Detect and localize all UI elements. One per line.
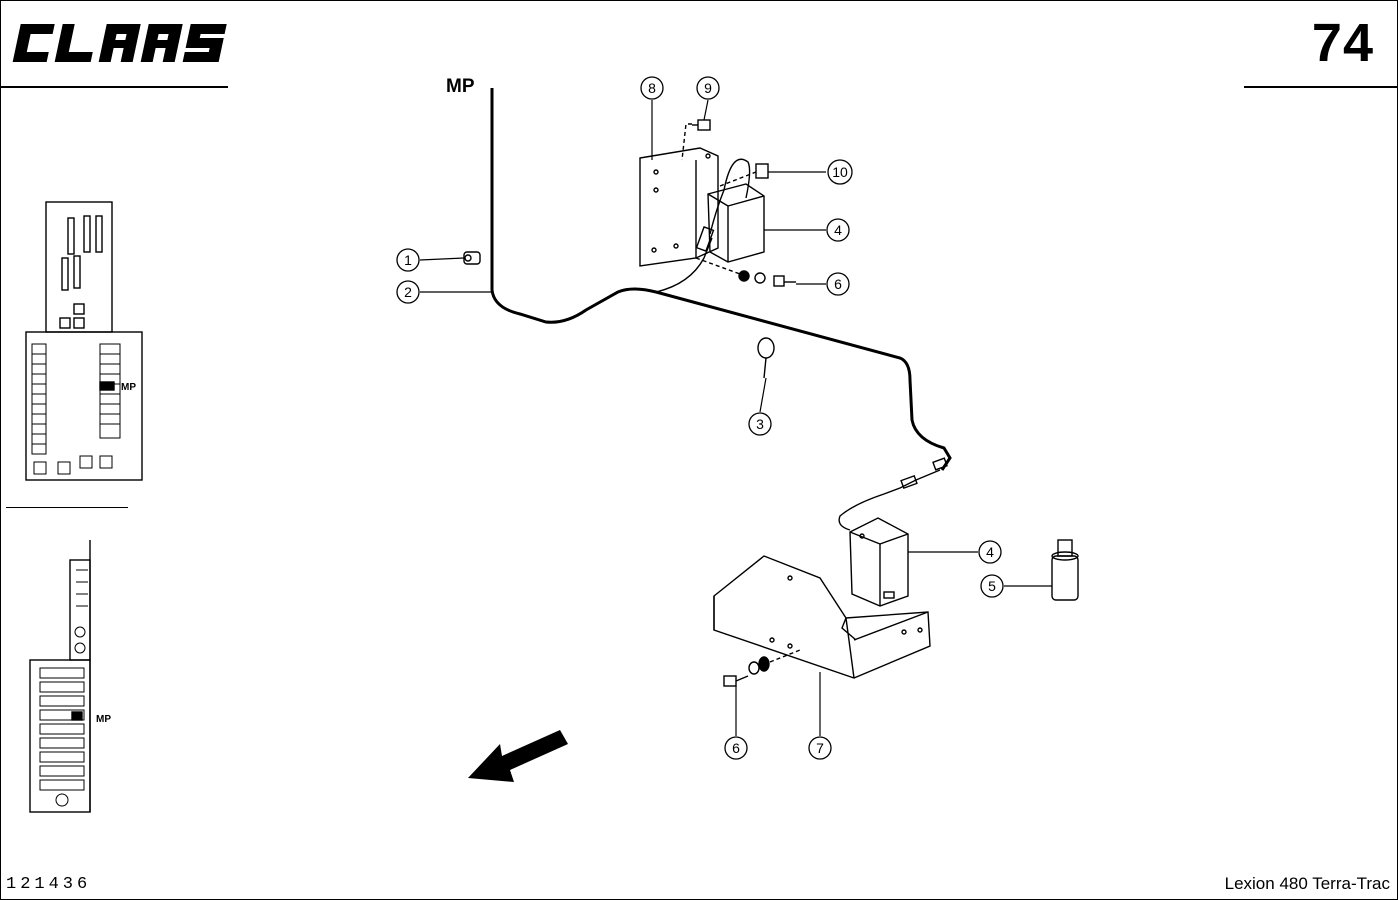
header-rule-left	[0, 86, 228, 88]
svg-text:3: 3	[756, 416, 764, 432]
lower-bracket	[713, 555, 931, 679]
callout-5: 5	[980, 574, 1004, 598]
svg-text:1: 1	[404, 252, 412, 268]
mp-label-inset-bottom: MP	[96, 714, 111, 725]
callout-8: 8	[640, 76, 664, 100]
svg-text:6: 6	[834, 276, 842, 292]
inset-board-bottom	[29, 540, 91, 813]
callout-1: 1	[396, 248, 420, 272]
direction-arrow	[468, 730, 568, 782]
hardware-6-upper	[695, 257, 796, 287]
lower-relay	[849, 517, 909, 607]
fuse-holder-5	[1051, 539, 1079, 601]
callout-7: 7	[808, 736, 832, 760]
clip-1	[463, 251, 481, 265]
callout-2: 2	[396, 280, 420, 304]
page-number: 74	[1311, 13, 1374, 73]
hardware-6-lower	[723, 649, 801, 687]
nut-10	[719, 163, 769, 187]
cable-harness	[490, 88, 952, 471]
svg-text:4: 4	[834, 222, 842, 238]
inset-divider-rule	[6, 507, 128, 508]
svg-text:10: 10	[832, 164, 848, 180]
cable-tie-3	[757, 337, 775, 379]
svg-text:6: 6	[732, 740, 740, 756]
callout-4-lower: 4	[978, 540, 1002, 564]
doc-number: 121436	[6, 875, 92, 894]
svg-text:4: 4	[986, 544, 994, 560]
screw-9	[681, 119, 711, 161]
callout-3: 3	[748, 412, 772, 436]
svg-text:5: 5	[988, 578, 996, 594]
callout-6-lower: 6	[724, 736, 748, 760]
callout-10: 10	[827, 159, 853, 185]
svg-text:7: 7	[816, 740, 824, 756]
callout-9: 9	[696, 76, 720, 100]
header-rule-right	[1244, 86, 1398, 88]
svg-text:9: 9	[704, 80, 712, 96]
svg-text:8: 8	[648, 80, 656, 96]
upper-bracket	[639, 147, 719, 267]
leader-lines	[419, 99, 1052, 736]
inset-board-top	[25, 201, 143, 481]
upper-relay	[695, 183, 765, 263]
svg-text:2: 2	[404, 284, 412, 300]
mp-label-inset-top: MP	[121, 382, 136, 393]
callout-4-upper: 4	[826, 218, 850, 242]
callout-6-upper: 6	[826, 272, 850, 296]
claas-logo	[12, 24, 227, 62]
model-name: Lexion 480 Terra-Trac	[1224, 874, 1390, 893]
mp-label-main: MP	[446, 76, 475, 97]
